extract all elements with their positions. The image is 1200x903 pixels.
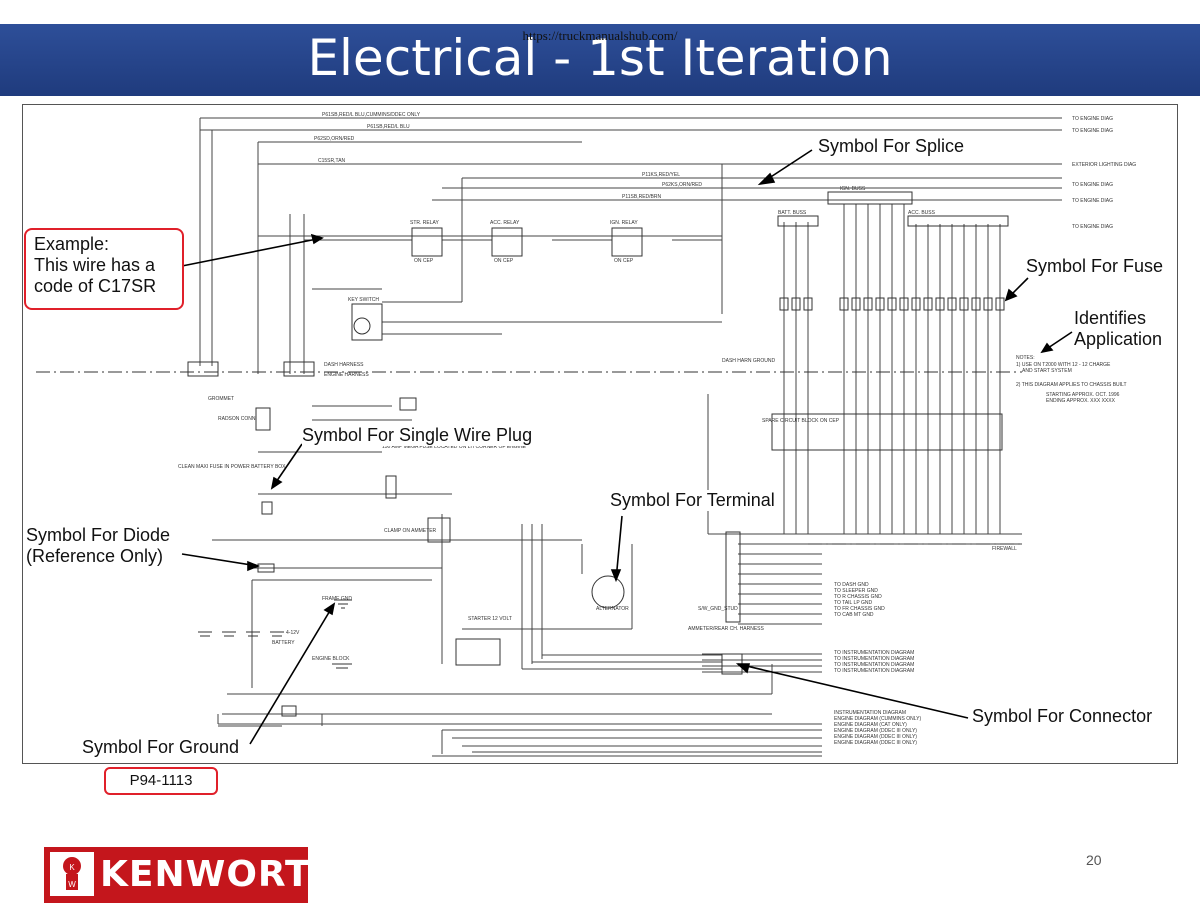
svg-text:ENGINE HARNESS: ENGINE HARNESS bbox=[324, 372, 369, 378]
slide-title: Electrical - 1st Iteration bbox=[307, 29, 893, 87]
svg-text:INSTRUMENTATION DIAGRAM: INSTRUMENTATION DIAGRAM bbox=[834, 710, 906, 716]
terminal-callout: Symbol For Terminal bbox=[610, 490, 775, 511]
schematic-wires bbox=[199, 117, 1062, 757]
example-callout-box bbox=[24, 228, 184, 310]
svg-text:NOTES:: NOTES: bbox=[1016, 355, 1035, 361]
svg-text:TO DASH GND: TO DASH GND bbox=[834, 582, 869, 588]
svg-text:TO ENGINE DIAG: TO ENGINE DIAG bbox=[1072, 128, 1113, 134]
svg-text:P61SB,RED/L BLU,CUMMINS/DDEC O: P61SB,RED/L BLU,CUMMINS/DDEC ONLY bbox=[322, 112, 421, 118]
svg-text:C15SR,TAN: C15SR,TAN bbox=[318, 158, 346, 164]
callout-arrows bbox=[181, 149, 1073, 745]
svg-text:STARTER 12 VOLT: STARTER 12 VOLT bbox=[468, 616, 512, 622]
svg-text:IGN. RELAY: IGN. RELAY bbox=[610, 220, 638, 226]
svg-text:TO INSTRUMENTATION DIAGRAM: TO INSTRUMENTATION DIAGRAM bbox=[834, 656, 914, 662]
identifies-line-2: Application bbox=[1074, 329, 1163, 349]
kenworth-emblem-icon: K W bbox=[50, 852, 94, 896]
example-callout: Example: This wire has a code of C17SR bbox=[34, 234, 156, 297]
wiring-schematic: P61SB,RED/L BLU,CUMMINS/DDEC ONLY P61SB,… bbox=[22, 104, 1178, 764]
svg-text:FIREWALL: FIREWALL bbox=[992, 546, 1017, 552]
svg-text:STARTING APPROX. OCT. 1996: STARTING APPROX. OCT. 1996 bbox=[1046, 392, 1120, 398]
svg-text:EXTERIOR LIGHTING DIAG: EXTERIOR LIGHTING DIAG bbox=[1072, 162, 1136, 168]
svg-text:ENGINE DIAGRAM (DDEC III ONLY): ENGINE DIAGRAM (DDEC III ONLY) bbox=[834, 728, 917, 734]
svg-text:FRAME GND: FRAME GND bbox=[322, 596, 352, 602]
svg-text:4-12V: 4-12V bbox=[286, 630, 300, 636]
svg-text:SPARE CIRCUIT BLOCK ON CEP: SPARE CIRCUIT BLOCK ON CEP bbox=[762, 418, 840, 424]
svg-text:IGN. BUSS: IGN. BUSS bbox=[840, 186, 866, 192]
svg-text:STR. RELAY: STR. RELAY bbox=[410, 220, 439, 226]
title-banner bbox=[0, 24, 1200, 96]
svg-text:DASH HARNESS: DASH HARNESS bbox=[324, 362, 364, 368]
harness-divider bbox=[36, 371, 1022, 545]
svg-text:TO INSTRUMENTATION DIAGRAM: TO INSTRUMENTATION DIAGRAM bbox=[834, 662, 914, 668]
svg-text:ACC. BUSS: ACC. BUSS bbox=[908, 210, 936, 216]
ground-callout: Symbol For Ground bbox=[82, 737, 240, 758]
svg-text:ENGINE DIAGRAM (DDEC III ONLY): ENGINE DIAGRAM (DDEC III ONLY) bbox=[834, 734, 917, 740]
battery-symbols bbox=[198, 317, 625, 717]
svg-text:W: W bbox=[68, 880, 76, 889]
svg-text:K: K bbox=[69, 863, 75, 872]
svg-text:KEY SWITCH: KEY SWITCH bbox=[348, 297, 379, 303]
diode-callout: Symbol For Diode (Reference Only) bbox=[26, 525, 171, 567]
svg-text:GROMMET: GROMMET bbox=[208, 396, 234, 402]
svg-text:TO SLEEPER GND: TO SLEEPER GND bbox=[834, 588, 878, 594]
page-number: 20 bbox=[1086, 852, 1102, 868]
svg-text:BATT. BUSS: BATT. BUSS bbox=[778, 210, 807, 216]
svg-text:ENGINE DIAGRAM (CUMMINS ONLY): ENGINE DIAGRAM (CUMMINS ONLY) bbox=[834, 716, 921, 722]
fuse-row bbox=[779, 297, 1005, 311]
svg-text:TO ENGINE DIAG: TO ENGINE DIAG bbox=[1072, 198, 1113, 204]
svg-text:P62SD,ORN/RED: P62SD,ORN/RED bbox=[314, 136, 355, 142]
identifies-application-callout: Identifies Application bbox=[1074, 308, 1163, 350]
schematic-labels: P61SB,RED/L BLU,CUMMINS/DDEC ONLY P61SB,… bbox=[178, 112, 1136, 746]
svg-text:TO R CHASSIS GND: TO R CHASSIS GND bbox=[834, 594, 882, 600]
svg-text:TO ENGINE DIAG: TO ENGINE DIAG bbox=[1072, 116, 1113, 122]
example-line-1: Example: bbox=[34, 234, 110, 254]
logo-wordmark: KENWORTH bbox=[100, 854, 342, 895]
svg-text:CLEAN MAXI FUSE IN POWER BATTE: CLEAN MAXI FUSE IN POWER BATTERY BOX bbox=[178, 464, 286, 470]
bus-bars bbox=[187, 191, 1009, 675]
connector-callout: Symbol For Connector bbox=[972, 706, 1153, 727]
svg-text:1) USE ON T2000 WITH 12 - 12 C: 1) USE ON T2000 WITH 12 - 12 CHARGE bbox=[1016, 362, 1111, 368]
svg-text:AND START SYSTEM: AND START SYSTEM bbox=[1022, 368, 1072, 374]
svg-text:P11KS,RED/YEL: P11KS,RED/YEL bbox=[642, 172, 680, 178]
svg-text:S/W_GND_STUD: S/W_GND_STUD bbox=[698, 606, 738, 612]
fuse-callout: Symbol For Fuse bbox=[1026, 256, 1164, 277]
single-wire-plug-callout: Symbol For Single Wire Plug bbox=[302, 425, 533, 446]
svg-text:BATTERY: BATTERY bbox=[272, 640, 295, 646]
svg-text:TO FR CHASSIS GND: TO FR CHASSIS GND bbox=[834, 606, 885, 612]
kenworth-logo: K W KENWORTH bbox=[44, 847, 341, 903]
svg-text:TO TAIL LP GND: TO TAIL LP GND bbox=[834, 600, 872, 606]
splice-callout: Symbol For Splice bbox=[818, 136, 965, 157]
svg-text:TO CAB MT GND: TO CAB MT GND bbox=[834, 612, 874, 618]
source-url[interactable]: https://truckmanualshub.com/ bbox=[522, 28, 678, 43]
svg-text:P62KS,ORN/RED: P62KS,ORN/RED bbox=[662, 182, 702, 188]
svg-text:CLAMP ON AMMETER: CLAMP ON AMMETER bbox=[384, 528, 437, 534]
example-line-2: This wire has a bbox=[34, 255, 156, 275]
svg-text:2) THIS DIAGRAM APPLIES TO CHA: 2) THIS DIAGRAM APPLIES TO CHASSIS BUILT bbox=[1016, 382, 1127, 388]
svg-text:ENDING APPROX. XXX XXXX: ENDING APPROX. XXX XXXX bbox=[1046, 398, 1116, 404]
svg-text:TO ENGINE DIAG: TO ENGINE DIAG bbox=[1072, 182, 1113, 188]
svg-text:ENGINE DIAGRAM (CAT ONLY): ENGINE DIAGRAM (CAT ONLY) bbox=[834, 722, 907, 728]
svg-text:150 AMP MEGA FUSE LOCATED ON L: 150 AMP MEGA FUSE LOCATED ON LH CORNER O… bbox=[382, 444, 527, 450]
svg-text:ENGINE BLOCK: ENGINE BLOCK bbox=[312, 656, 350, 662]
svg-text:ON CEP: ON CEP bbox=[414, 258, 434, 264]
svg-text:ALTERNATOR: ALTERNATOR bbox=[596, 606, 629, 612]
svg-text:ON CEP: ON CEP bbox=[614, 258, 634, 264]
diode-line-2: (Reference Only) bbox=[26, 546, 164, 566]
svg-text:ACC. RELAY: ACC. RELAY bbox=[490, 220, 520, 226]
svg-text:TO INSTRUMENTATION DIAGRAM: TO INSTRUMENTATION DIAGRAM bbox=[834, 650, 914, 656]
diode-line-1: Symbol For Diode bbox=[26, 525, 171, 545]
svg-text:RADSON CONN: RADSON CONN bbox=[218, 416, 256, 422]
svg-text:P11SB,RED/BRN: P11SB,RED/BRN bbox=[622, 194, 661, 200]
svg-text:P61SB,RED/L BLU: P61SB,RED/L BLU bbox=[367, 124, 410, 130]
svg-text:TO INSTRUMENTATION DIAGRAM: TO INSTRUMENTATION DIAGRAM bbox=[834, 668, 914, 674]
svg-text:AMMETER/REAR CH. HARNESS: AMMETER/REAR CH. HARNESS bbox=[688, 626, 765, 632]
part-number-badge: P94-1113 bbox=[104, 767, 218, 795]
svg-text:DASH HARN GROUND: DASH HARN GROUND bbox=[722, 358, 775, 364]
identifies-line-1: Identifies bbox=[1074, 308, 1147, 328]
example-line-3: code of C17SR bbox=[34, 276, 157, 296]
svg-text:ENGINE DIAGRAM (DDEC III ONLY): ENGINE DIAGRAM (DDEC III ONLY) bbox=[834, 740, 917, 746]
svg-text:TO ENGINE DIAG: TO ENGINE DIAG bbox=[1072, 224, 1113, 230]
svg-text:ON CEP: ON CEP bbox=[494, 258, 514, 264]
